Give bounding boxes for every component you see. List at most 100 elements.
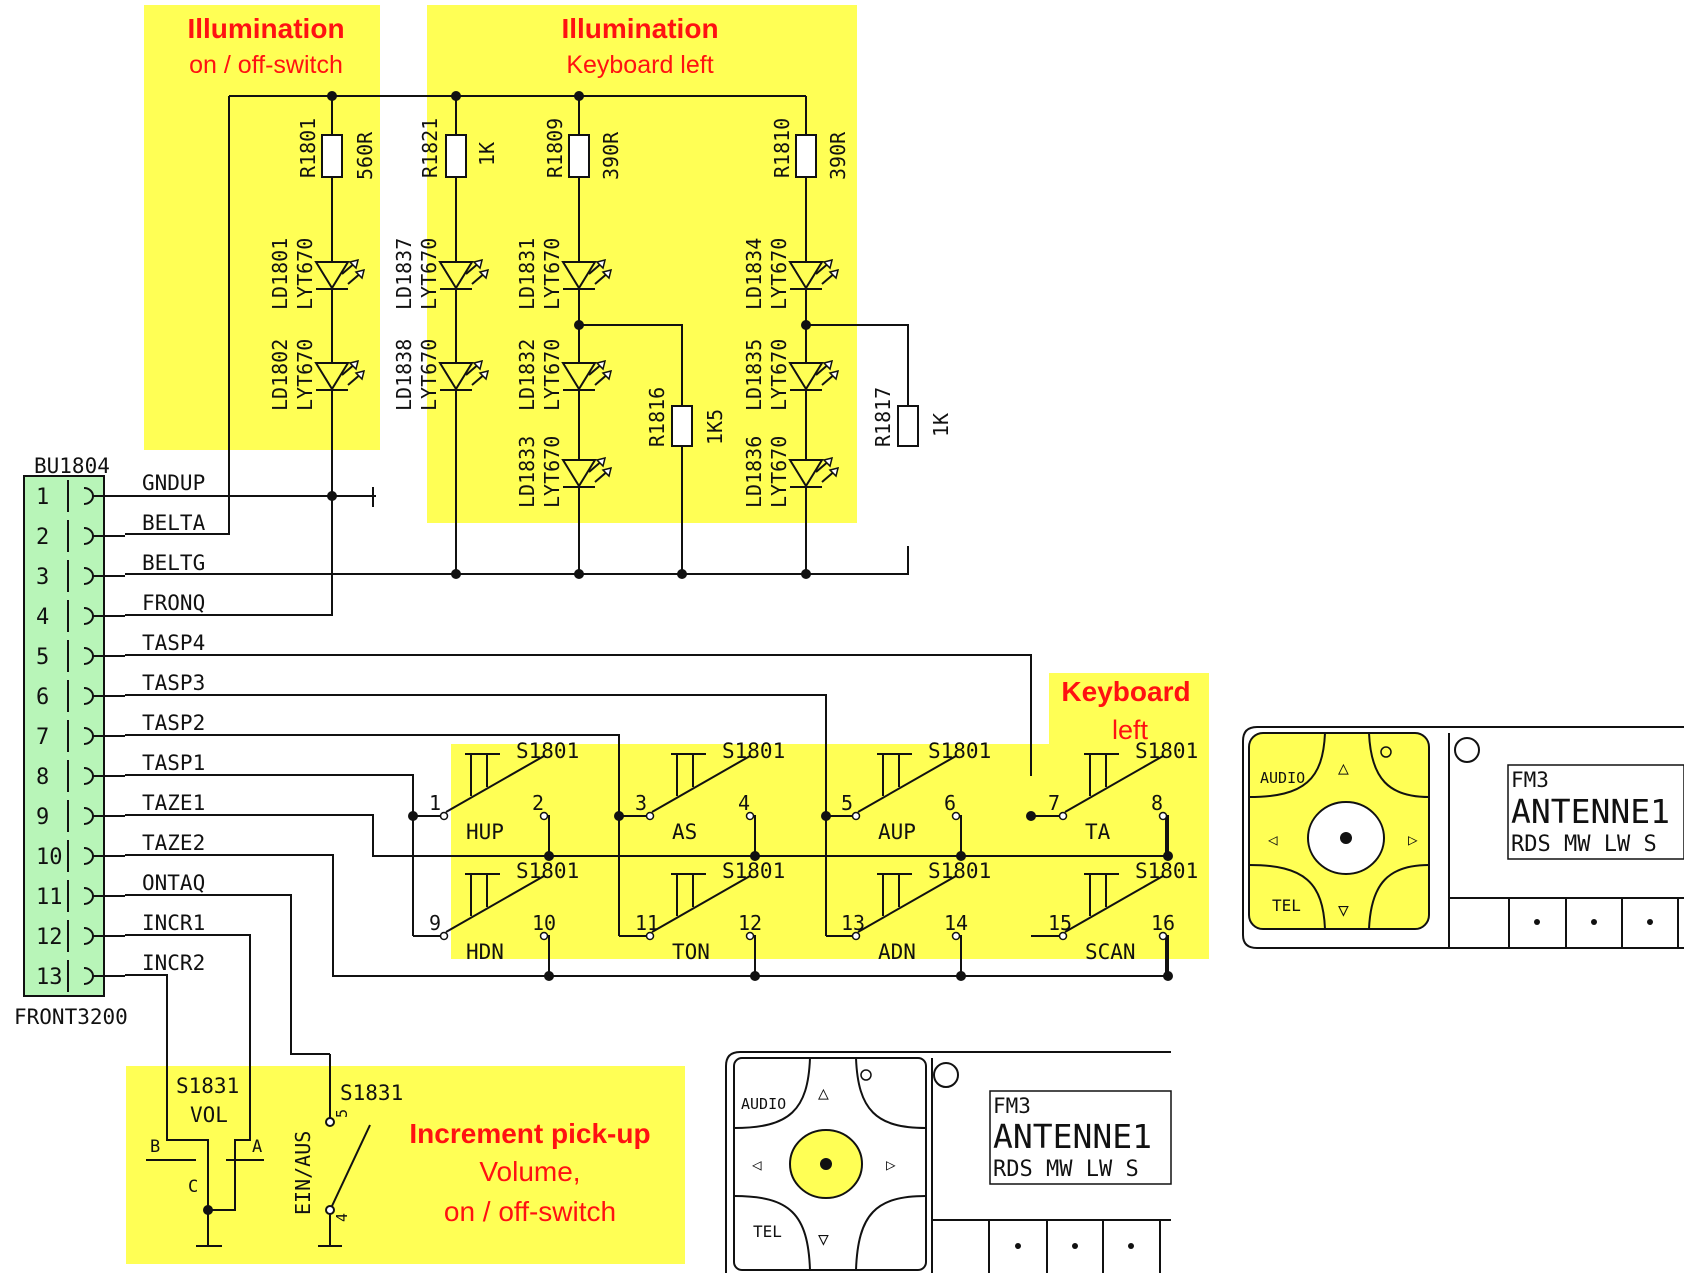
switch-ref: S1801	[722, 739, 785, 763]
power-switch-label: EIN/AUS	[291, 1131, 315, 1215]
pin-number: 2	[36, 525, 49, 550]
switch-ref: S1801	[722, 859, 785, 883]
encoder-pin-b: B	[150, 1137, 160, 1157]
switch-pin-b: 16	[1151, 911, 1175, 935]
connector-ref: BU1804	[34, 454, 110, 478]
pin-signal: INCR2	[142, 951, 205, 975]
power-switch-pin-bottom: 4	[333, 1213, 351, 1222]
led-type: LYT670	[540, 238, 564, 310]
right-display-station: ANTENNE1	[1511, 792, 1670, 831]
encoder-ref: S1831	[176, 1074, 239, 1098]
switch-pin-a: 7	[1048, 791, 1060, 815]
led-ref: LD1834	[742, 238, 766, 310]
resistor-ref: R1821	[418, 118, 442, 178]
switch-name: ADN	[878, 940, 916, 964]
switch-pin-b: 2	[532, 791, 544, 815]
resistor-value: 390R	[599, 131, 623, 180]
led-type: LYT670	[293, 339, 317, 411]
right-audio-button[interactable]: AUDIO	[1260, 769, 1305, 787]
led-ref: LD1831	[515, 238, 539, 310]
led-ref: LD1802	[268, 339, 292, 411]
front-panel-bottom: AUDIO TEL △ ▽ ◁ ▷ FM3 ANTENNE1 RDS MW LW…	[725, 1051, 1172, 1273]
led-ref: LD1832	[515, 339, 539, 411]
pin-number: 7	[36, 725, 49, 750]
switch-ref: S1801	[516, 859, 579, 883]
pin-number: 11	[36, 885, 63, 910]
right-left-icon: ◁	[1268, 830, 1278, 849]
front-display-station: ANTENNE1	[993, 1117, 1152, 1156]
led-type: LYT670	[767, 436, 791, 508]
led-ref: LD1836	[742, 436, 766, 508]
illum-keyboard-area	[427, 5, 857, 523]
illum-keyboard-subtitle: Keyboard left	[566, 51, 713, 79]
increment-area	[126, 1066, 685, 1264]
front-audio-button[interactable]: AUDIO	[741, 1095, 786, 1113]
right-up-icon: △	[1338, 758, 1349, 779]
keyboard-left-subtitle: left	[1112, 715, 1149, 745]
pin-signal: TAZE2	[142, 831, 205, 855]
front-right-icon: ▷	[886, 1155, 896, 1174]
switch-name: SCAN	[1085, 940, 1136, 964]
power-switch: S1831 EIN/AUS 5 4	[291, 1054, 403, 1247]
encoder-name: VOL	[190, 1103, 228, 1127]
led-ref: LD1833	[515, 436, 539, 508]
right-display-band: FM3	[1511, 768, 1549, 792]
front-tel-button[interactable]: TEL	[753, 1222, 782, 1241]
front-panel-right: AUDIO TEL △ ▽ ◁ ▷ FM3 ANTENNE1 RDS MW LW…	[1242, 726, 1684, 949]
switch-pin-a: 5	[841, 791, 853, 815]
resistor-r1801: R1801 560R	[296, 118, 377, 180]
pin-signal: GNDUP	[142, 471, 205, 495]
resistor-value: 390R	[826, 131, 850, 180]
keyboard-title-area	[1049, 673, 1209, 745]
resistor-r1821: R1821 1K	[418, 118, 499, 178]
switch-pin-b: 8	[1151, 791, 1163, 815]
power-switch-pin-top: 5	[333, 1109, 351, 1118]
right-display-modes: RDS MW LW S	[1511, 832, 1657, 857]
switch-pin-a: 13	[841, 911, 865, 935]
resistor-ref: R1801	[296, 118, 320, 178]
pin-signal: BELTA	[142, 511, 206, 535]
switch-pin-a: 1	[429, 791, 441, 815]
front-up-icon: △	[818, 1083, 829, 1104]
resistor-r1817: R1817 1K	[871, 387, 953, 447]
led-type: LYT670	[540, 339, 564, 411]
pin-signal: FRONQ	[142, 591, 205, 615]
led-type: LYT670	[417, 339, 441, 411]
switch-pin-b: 10	[532, 911, 556, 935]
led-ref: LD1835	[742, 339, 766, 411]
keyboard-wiring	[125, 654, 1167, 1082]
led-type: LYT670	[417, 238, 441, 310]
switch-pin-a: 15	[1048, 911, 1072, 935]
resistor-value: 1K5	[703, 409, 727, 445]
pin-number: 3	[36, 565, 49, 590]
pin-signal: TASP2	[142, 711, 205, 735]
right-tel-button[interactable]: TEL	[1272, 896, 1301, 915]
pin-number: 13	[36, 965, 63, 990]
resistor-r1810: R1810 390R	[770, 118, 850, 180]
resistor-value: 1K	[475, 142, 499, 166]
resistor-value: 1K	[929, 413, 953, 437]
switch-name: TON	[672, 940, 710, 964]
connector-body	[23, 475, 105, 997]
connector-pin: 13 INCR2	[36, 951, 205, 992]
switch-name: HUP	[466, 820, 504, 844]
pin-signal: TASP4	[142, 631, 205, 655]
resistor-ref: R1809	[543, 118, 567, 178]
pin-signal: TAZE1	[142, 791, 205, 815]
connector-pin: 2 BELTA	[36, 511, 206, 552]
led-ref: LD1801	[268, 238, 292, 310]
